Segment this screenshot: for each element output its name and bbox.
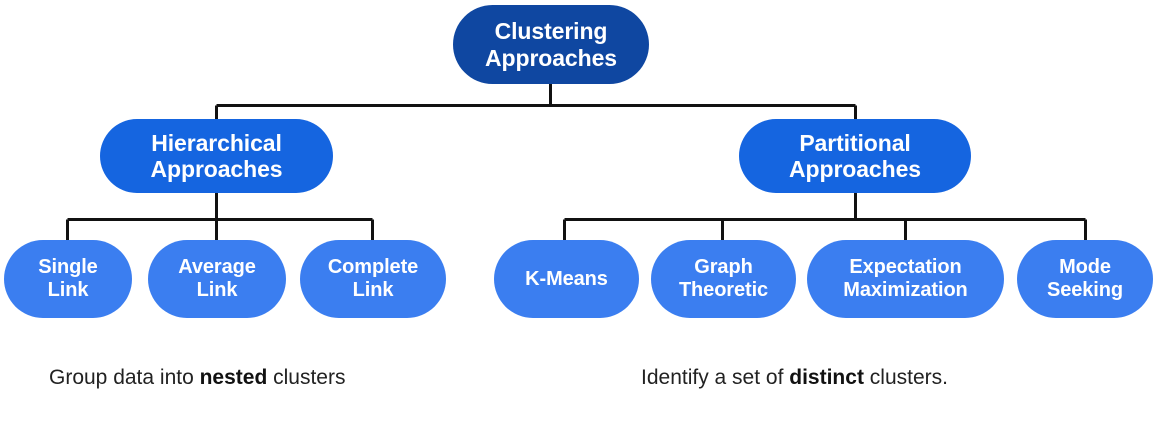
caption-hierarchical: Group data into nested clusters: [49, 366, 345, 390]
node-graph-theoretic[interactable]: Graph Theoretic: [651, 240, 796, 318]
node-complete-link[interactable]: Complete Link: [300, 240, 446, 318]
caption-partitional-emphasis: distinct: [789, 366, 864, 389]
caption-hierarchical-suffix: clusters: [267, 366, 346, 389]
caption-hierarchical-prefix: Group data into: [49, 366, 200, 389]
node-k-means[interactable]: K-Means: [494, 240, 639, 318]
caption-partitional-suffix: clusters.: [863, 366, 948, 389]
node-clustering-approaches[interactable]: Clustering Approaches: [453, 5, 649, 84]
node-single-link[interactable]: Single Link: [4, 240, 132, 318]
caption-hierarchical-emphasis: nested: [199, 366, 268, 389]
caption-partitional-prefix: Identify a set of: [641, 366, 790, 389]
node-mode-seeking[interactable]: Mode Seeking: [1017, 240, 1153, 318]
caption-partitional: Identify a set of distinct clusters.: [641, 366, 948, 390]
node-average-link[interactable]: Average Link: [148, 240, 286, 318]
node-partitional-approaches[interactable]: Partitional Approaches: [739, 119, 971, 193]
node-expectation-maximization[interactable]: Expectation Maximization: [807, 240, 1004, 318]
node-hierarchical-approaches[interactable]: Hierarchical Approaches: [100, 119, 333, 193]
